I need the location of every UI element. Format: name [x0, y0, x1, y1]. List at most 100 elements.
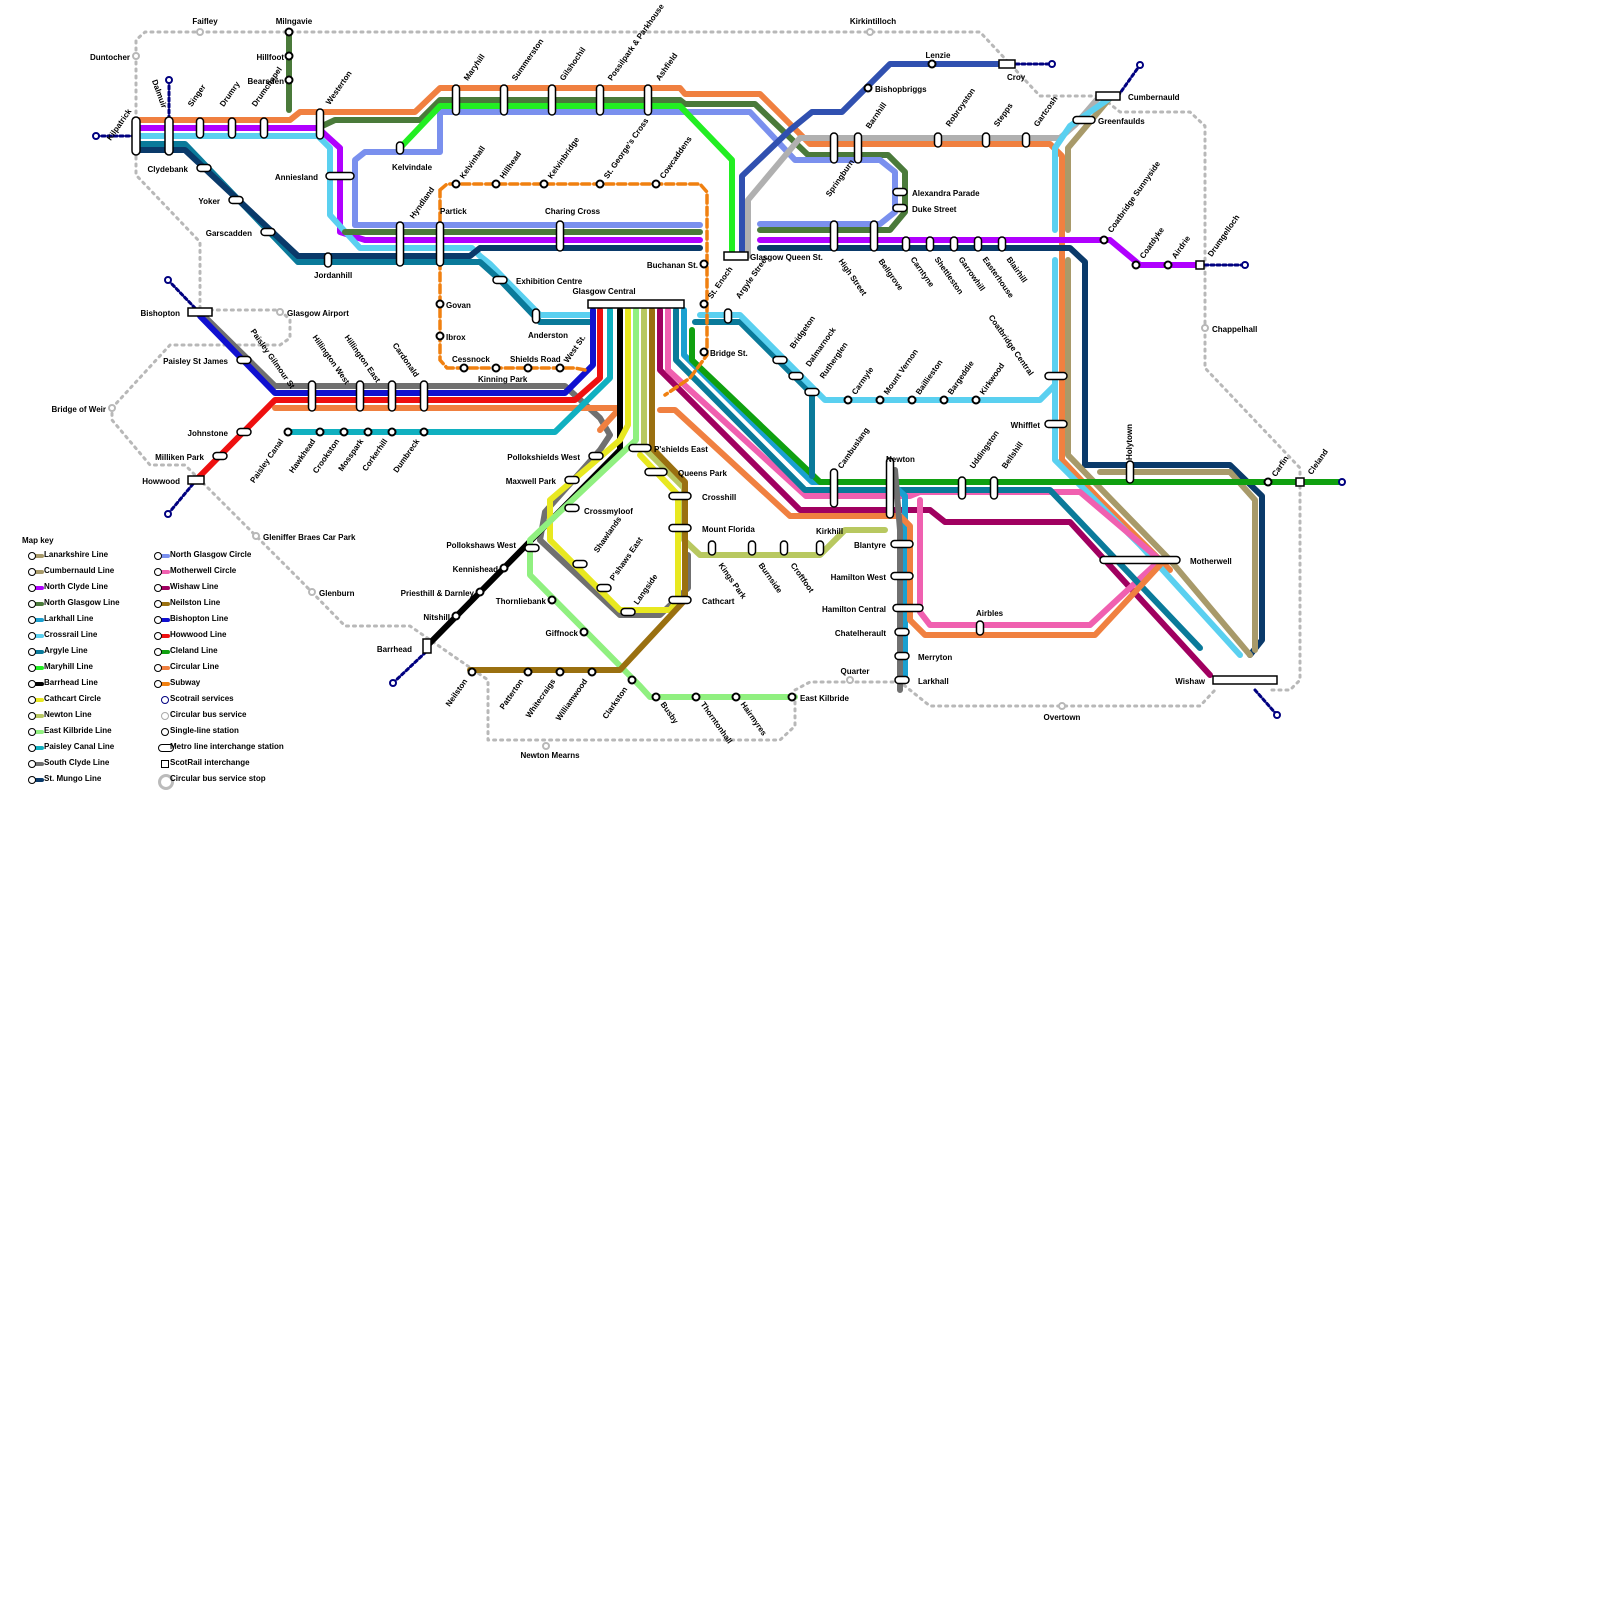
station-hamilton-central[interactable] [892, 603, 924, 613]
station-kelvindale[interactable] [395, 141, 405, 155]
station-shields-road[interactable] [491, 363, 501, 373]
station-newton[interactable] [885, 457, 895, 519]
station-hillhead[interactable] [491, 179, 501, 189]
station-newton-mearns[interactable] [542, 742, 550, 750]
station-barnhill[interactable] [853, 132, 863, 164]
station-paisley-canal[interactable] [283, 427, 293, 437]
station-crossmyloof[interactable] [564, 503, 580, 513]
station-exhibition-centre[interactable] [492, 275, 508, 285]
station-coatdyke[interactable] [1131, 260, 1141, 270]
station-blantyre[interactable] [890, 539, 914, 549]
station-st-enoch[interactable] [699, 299, 709, 309]
station-possilpark[interactable] [595, 84, 605, 116]
station-williamwood[interactable] [587, 667, 597, 677]
station-bellgrove[interactable] [869, 220, 879, 252]
station-johnstone[interactable] [236, 427, 252, 437]
station-dumbreck[interactable] [419, 427, 429, 437]
station-argyle-street[interactable] [723, 308, 733, 324]
station-drumry[interactable] [227, 117, 237, 139]
station-larkhall[interactable] [894, 675, 910, 685]
station-whifflet[interactable] [1044, 419, 1068, 429]
station-milngavie[interactable] [284, 27, 294, 37]
station-maxwell-park[interactable] [564, 475, 580, 485]
station-dalmuir[interactable] [164, 116, 174, 156]
station-clarkston[interactable] [627, 675, 637, 685]
station-cowcaddens[interactable] [651, 179, 661, 189]
station-paisley-st-james[interactable] [236, 355, 252, 365]
station-st-georges-cross[interactable] [595, 179, 605, 189]
station-blairhill[interactable] [997, 236, 1007, 252]
station-lenzie[interactable] [927, 59, 937, 69]
station-airdrie[interactable] [1163, 260, 1173, 270]
station-kirkintilloch[interactable] [866, 28, 874, 36]
station-cleland[interactable] [1295, 477, 1305, 487]
station-kennishead[interactable] [499, 563, 509, 573]
station-croy[interactable] [998, 59, 1016, 69]
station-busby[interactable] [651, 692, 661, 702]
station-charing-cross[interactable] [555, 220, 565, 252]
station-giffnock[interactable] [579, 627, 589, 637]
station-nitshill[interactable] [451, 611, 461, 621]
station-carfin[interactable] [1263, 477, 1273, 487]
station-motherwell[interactable] [1099, 555, 1181, 565]
station-corkerhill[interactable] [387, 427, 397, 437]
station-ibrox[interactable] [435, 331, 445, 341]
station-howwood[interactable] [187, 475, 205, 485]
station-anniesland[interactable] [325, 171, 355, 181]
station-coatbridge-sunnyside[interactable] [1099, 235, 1109, 245]
station-chappelhall[interactable] [1201, 324, 1209, 332]
station-westerton[interactable] [315, 108, 325, 140]
station-bridgeton[interactable] [772, 355, 788, 365]
station-hillington-east[interactable] [387, 380, 397, 412]
station-clydebank[interactable] [196, 163, 212, 173]
station-bargeddie[interactable] [939, 395, 949, 405]
station-mosspark[interactable] [363, 427, 373, 437]
station-hamilton-west[interactable] [890, 571, 914, 581]
station-crookston[interactable] [339, 427, 349, 437]
station-whitecraigs[interactable] [555, 667, 565, 677]
station-carmyle[interactable] [843, 395, 853, 405]
station-paisley-gilmour-st[interactable] [307, 380, 317, 412]
station-overtown[interactable] [1058, 702, 1066, 710]
station-drumchapel[interactable] [259, 117, 269, 139]
station-stepps[interactable] [981, 132, 991, 148]
station-coatbridge-central[interactable] [1044, 371, 1068, 381]
station-priesthill[interactable] [475, 587, 485, 597]
station-cambuslang[interactable] [829, 468, 839, 508]
station-duntocher[interactable] [132, 52, 140, 60]
station-dalmarnock[interactable] [788, 371, 804, 381]
station-bridge-st[interactable] [699, 347, 709, 357]
station-govan[interactable] [435, 299, 445, 309]
station-summerston[interactable] [499, 84, 509, 116]
station-kelvinbridge[interactable] [539, 179, 549, 189]
station-glasgow-queen-st[interactable] [723, 251, 749, 261]
station-bellshill[interactable] [989, 476, 999, 500]
station-milliken-park[interactable] [212, 451, 228, 461]
station-garscadden[interactable] [260, 227, 276, 237]
station-baillieston[interactable] [907, 395, 917, 405]
station-langside[interactable] [620, 607, 636, 617]
station-cathcart[interactable] [668, 595, 692, 605]
station-glenburn[interactable] [308, 588, 316, 596]
station-kirkhill[interactable] [815, 540, 825, 556]
station-thornliebank[interactable] [547, 595, 557, 605]
station-uddingston[interactable] [957, 476, 967, 500]
station-mount-vernon[interactable] [875, 395, 885, 405]
station-pollokshields-west[interactable] [588, 451, 604, 461]
station-kings-park[interactable] [707, 540, 717, 556]
station-airbles[interactable] [975, 620, 985, 636]
station-thorntonhall[interactable] [691, 692, 701, 702]
station-gilshochil[interactable] [547, 84, 557, 116]
station-chatelherault[interactable] [894, 627, 910, 637]
station-bishopton[interactable] [187, 307, 213, 317]
station-mount-florida[interactable] [668, 523, 692, 533]
station-pshields-east[interactable] [628, 443, 652, 453]
station-kelvinhall[interactable] [451, 179, 461, 189]
station-rutherglen[interactable] [804, 387, 820, 397]
station-hillfoot[interactable] [284, 51, 294, 61]
station-faifley[interactable] [196, 28, 204, 36]
station-ashfield[interactable] [643, 84, 653, 116]
station-pollokshaws-west[interactable] [524, 543, 540, 553]
station-cardonald[interactable] [419, 380, 429, 412]
station-garrowhill[interactable] [949, 236, 959, 252]
